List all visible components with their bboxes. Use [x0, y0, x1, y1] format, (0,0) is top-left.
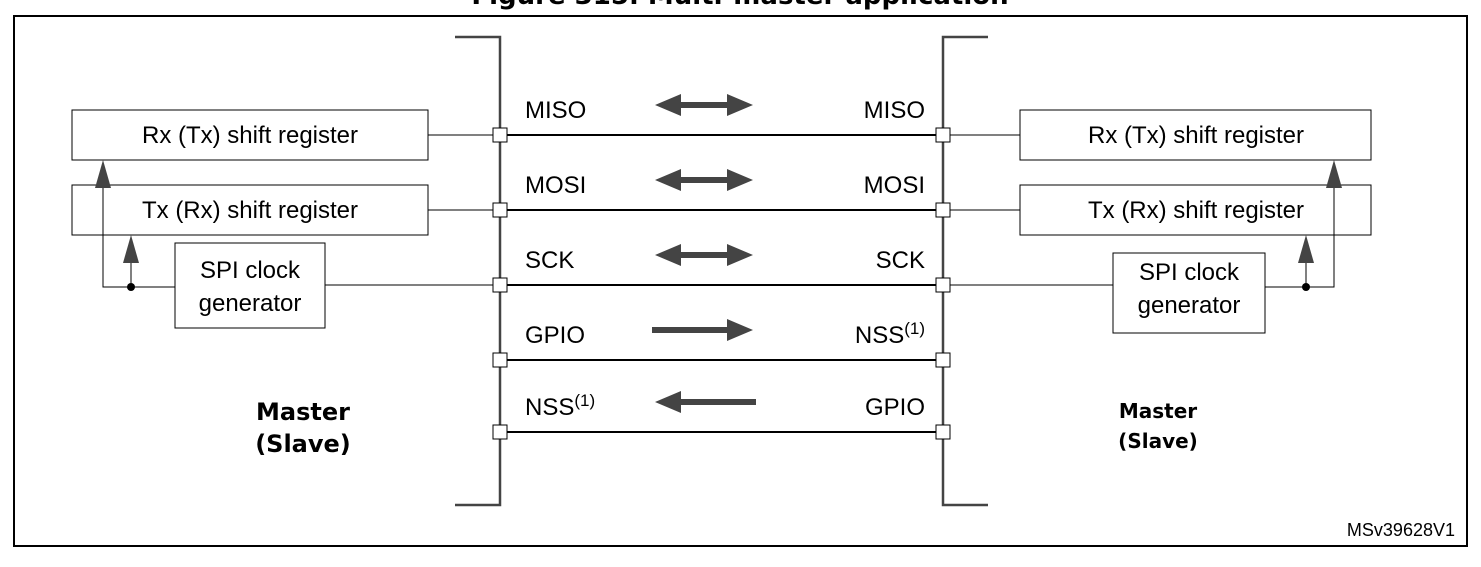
- left-role-label-1: Master: [256, 398, 350, 426]
- right-clock-to-rx-wire: [1265, 188, 1335, 288]
- direction-arrow-icon: [652, 319, 753, 341]
- signal-right-label: NSS(1): [855, 319, 925, 349]
- signal-miso-row: MISO MISO: [492, 94, 951, 143]
- signal-right-label: GPIO: [865, 394, 925, 421]
- signal-left-label-text: NSS: [525, 394, 574, 421]
- right-role-label-1: Master: [1119, 399, 1197, 423]
- signal-left-label: NSS(1): [525, 391, 595, 421]
- signal-sck-row: SCK SCK: [492, 244, 951, 293]
- right-device: Rx (Tx) shift register Tx (Rx) shift reg…: [950, 109, 1372, 453]
- left-junction-dot: [127, 283, 135, 291]
- signal-right-label-text: MISO: [864, 97, 925, 124]
- right-pin: [935, 352, 951, 368]
- right-bus-bracket: [941, 35, 988, 507]
- left-rx-clock-arrow: [95, 160, 111, 188]
- signal-right-label-text: MOSI: [864, 172, 925, 199]
- right-role-label-2: (Slave): [1118, 429, 1198, 453]
- reference-code: MSv39628V1: [1347, 520, 1455, 540]
- direction-arrow-icon: [655, 169, 753, 191]
- left-rx-register-label: Rx (Tx) shift register: [142, 122, 358, 149]
- right-tx-clock-arrow: [1298, 235, 1314, 263]
- direction-arrow-icon: [655, 94, 753, 116]
- signal-left-label-text: GPIO: [525, 322, 585, 349]
- direction-arrow-icon: [655, 391, 756, 413]
- signal-right-label-text: GPIO: [865, 394, 925, 421]
- left-pin: [492, 127, 508, 143]
- right-pin: [935, 277, 951, 293]
- left-tx-clock-arrow: [123, 235, 139, 263]
- signal-nss-row: NSS(1) GPIO: [492, 391, 951, 440]
- signal-left-label-text: MOSI: [525, 172, 586, 199]
- left-tx-register-label: Tx (Rx) shift register: [142, 197, 358, 224]
- right-tx-register-label: Tx (Rx) shift register: [1088, 197, 1304, 224]
- signal-right-label-text: NSS: [855, 322, 904, 349]
- left-bus-bracket: [455, 35, 502, 507]
- left-pin: [492, 202, 508, 218]
- left-clock-label-1: SPI clock: [200, 257, 301, 284]
- signal-right-label-superscript: (1): [904, 319, 925, 338]
- signal-mosi-row: MOSI MOSI: [492, 169, 951, 218]
- signal-left-label-text: SCK: [525, 247, 574, 274]
- signal-left-label: GPIO: [525, 322, 585, 349]
- right-pin: [935, 127, 951, 143]
- right-rx-register-label: Rx (Tx) shift register: [1088, 122, 1304, 149]
- left-pin: [492, 277, 508, 293]
- signal-left-label-text: MISO: [525, 97, 586, 124]
- signal-right-label: MOSI: [864, 172, 925, 199]
- right-rx-clock-arrow: [1326, 160, 1342, 188]
- signal-right-label-text: SCK: [876, 247, 925, 274]
- right-pin: [935, 424, 951, 440]
- left-pin: [492, 424, 508, 440]
- right-pin: [935, 202, 951, 218]
- direction-arrow-icon: [655, 244, 753, 266]
- figure-title: Figure 315. Multi-master application: [471, 0, 1008, 11]
- signal-gpio-row: GPIO NSS(1): [492, 319, 951, 368]
- left-clock-label-2: generator: [199, 290, 302, 317]
- left-pin: [492, 352, 508, 368]
- signal-left-label: SCK: [525, 247, 574, 274]
- signal-left-label: MOSI: [525, 172, 586, 199]
- left-device: Rx (Tx) shift register Tx (Rx) shift reg…: [71, 109, 493, 458]
- left-clock-to-rx-wire: [102, 188, 175, 288]
- signal-left-label: MISO: [525, 97, 586, 124]
- right-clock-label-1: SPI clock: [1139, 259, 1240, 286]
- signal-right-label: SCK: [876, 247, 925, 274]
- right-clock-label-2: generator: [1138, 292, 1241, 319]
- signal-left-label-superscript: (1): [574, 391, 595, 410]
- right-clock-generator: [1112, 252, 1266, 334]
- figure-frame: [13, 15, 1468, 547]
- right-junction-dot: [1302, 283, 1310, 291]
- signal-right-label: MISO: [864, 97, 925, 124]
- left-role-label-2: (Slave): [255, 430, 351, 458]
